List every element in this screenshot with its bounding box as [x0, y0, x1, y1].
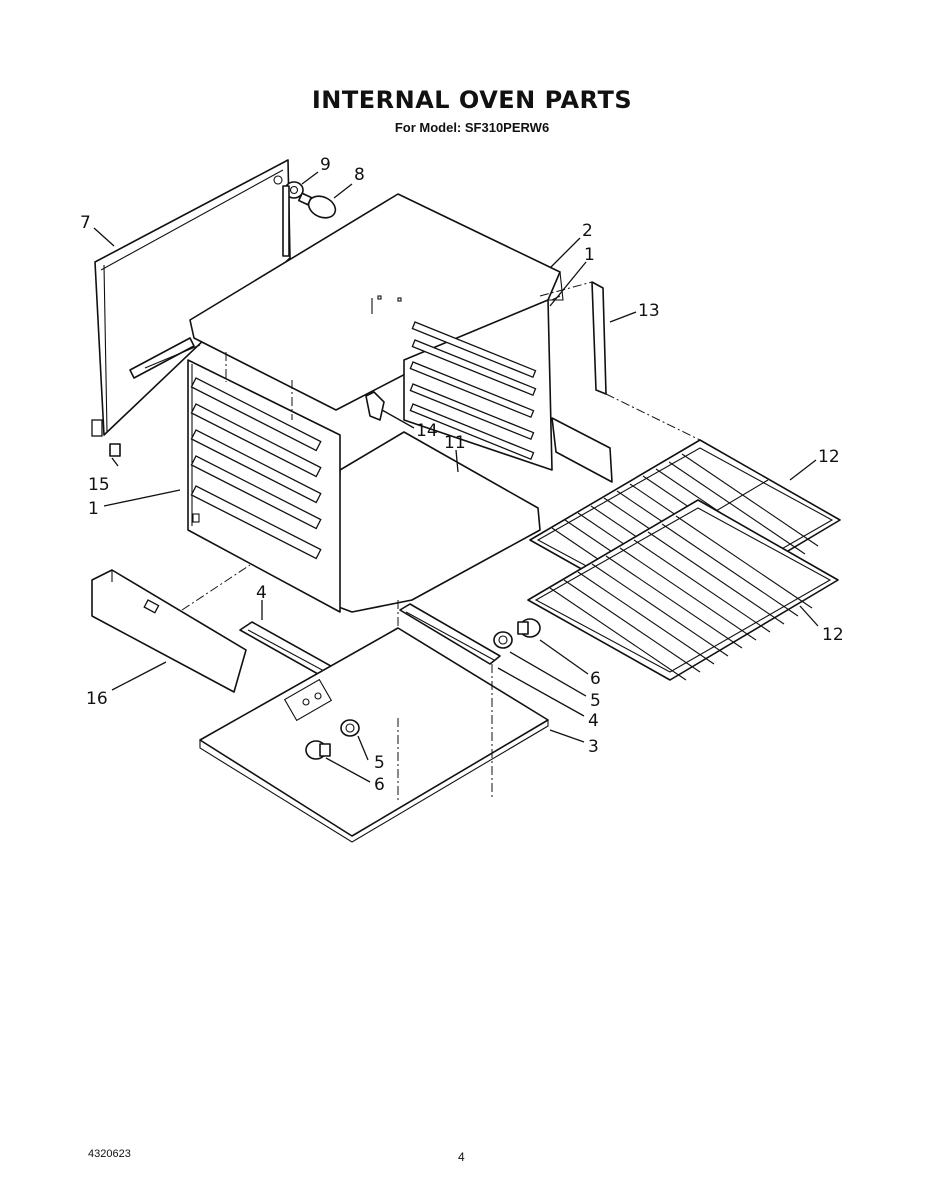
callout-4-left: 4 — [256, 583, 267, 603]
callout-3: 3 — [588, 737, 599, 757]
callout-5-left: 5 — [374, 753, 385, 773]
callout-11: 11 — [444, 433, 466, 453]
light-bulb-part-8 — [297, 192, 337, 219]
callout-1-left: 1 — [88, 499, 99, 519]
callout-9: 9 — [320, 155, 331, 175]
oven-liner-part-11 — [129, 193, 613, 613]
callout-15: 15 — [88, 475, 110, 495]
callout-labels: 9 8 7 2 1 13 14 11 12 15 1 12 4 6 5 4 3 … — [80, 155, 844, 795]
page-title: INTERNAL OVEN PARTS — [311, 86, 633, 114]
callout-5-right: 5 — [590, 691, 601, 711]
leader-lines — [93, 171, 819, 783]
clip-part-15 — [109, 443, 121, 457]
leg-right-part-6 — [517, 618, 541, 638]
leg-bracket-right-part-5 — [493, 631, 513, 649]
page-number: 4 — [458, 1150, 465, 1164]
light-socket-part-9 — [273, 175, 304, 257]
callout-13: 13 — [638, 301, 660, 321]
assembly-lines — [181, 281, 701, 800]
callout-6-right: 6 — [590, 669, 601, 689]
callout-4-right: 4 — [588, 711, 599, 731]
side-wall-part-1 — [187, 359, 341, 613]
leg-bracket-left-part-5 — [340, 719, 360, 737]
model-subtitle: For Model: SF310PERW6 — [394, 120, 550, 135]
bottom-panel-part-3 — [199, 627, 549, 843]
callout-16: 16 — [86, 689, 108, 709]
support-rail-right-part-4 — [399, 603, 501, 665]
callout-6-left: 6 — [374, 775, 385, 795]
oven-rack-lower-part-12 — [527, 499, 839, 681]
callout-7: 7 — [80, 213, 91, 233]
document-number: 4320623 — [88, 1148, 131, 1160]
kick-panel-part-16 — [91, 569, 247, 693]
callout-14: 14 — [416, 421, 438, 441]
callout-1-top: 1 — [584, 245, 595, 265]
callout-12-upper: 12 — [818, 447, 840, 467]
leg-left-part-6 — [305, 740, 331, 760]
callout-8: 8 — [354, 165, 365, 185]
callout-2: 2 — [582, 221, 593, 241]
callout-12-lower: 12 — [822, 625, 844, 645]
